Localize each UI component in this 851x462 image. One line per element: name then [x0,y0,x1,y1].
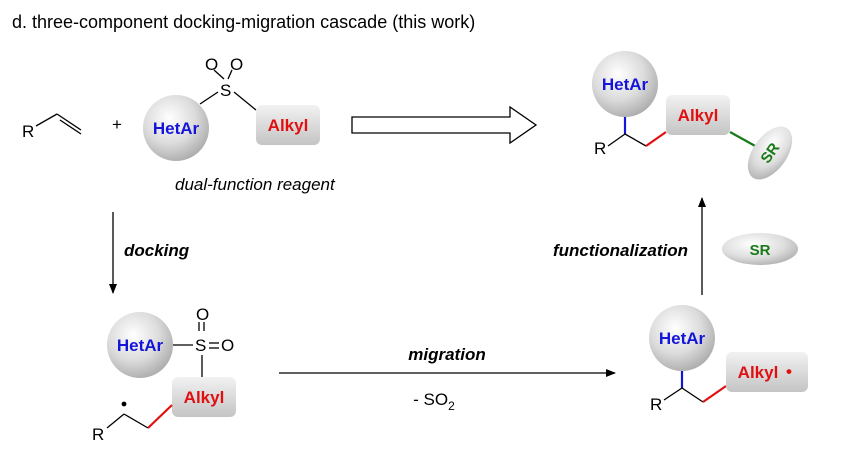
reagent-o2-label: O [230,55,243,74]
product-structure: HetAr R Alkyl SR [592,51,793,180]
reagent-hetar-label: HetAr [153,119,200,138]
docking-label: docking [124,241,190,260]
scheme-title: d. three-component docking-migration cas… [12,12,475,32]
so2-loss-label: - SO2 [413,390,455,413]
int1-hetar-sphere [107,312,173,378]
sr-reagent-ellipse [722,233,798,265]
intermediate2-structure: HetAr R Alkyl • [649,305,808,414]
int1-r-label: R [92,425,104,444]
migration-label: migration [408,345,485,364]
functionalization-label: functionalization [553,241,688,260]
int1-alkyl-box [172,377,236,417]
intermediate1-structure: HetAr S O O Alkyl R [92,305,236,444]
int2-radical-dot: • [786,362,792,381]
int2-r-label: R [650,395,662,414]
reaction-open-arrow [351,105,538,145]
reagent-s-label: S [220,81,231,100]
int1-o-top-label: O [196,305,209,324]
reagent-hetar-sphere [143,95,209,161]
plus-sign: + [112,115,122,134]
reagent-caption: dual-function reagent [175,175,336,194]
reagent-alkyl-box [256,105,320,145]
int1-o-right-label: O [221,336,234,355]
product-alkyl-box [666,95,730,135]
alkene-r-label: R [22,122,34,141]
product-alkyl-label: Alkyl [678,106,719,125]
int2-alkyl-box [726,352,808,392]
int1-s-label: S [195,336,206,355]
int2-hetar-label: HetAr [659,329,706,348]
reagent-alkyl-label: Alkyl [268,116,309,135]
int1-alkyl-label: Alkyl [184,388,225,407]
product-hetar-sphere [592,51,658,117]
int1-radical-dot [121,401,127,407]
alkene-structure: R [22,113,82,141]
reagent-structure: HetAr S O O Alkyl dual-function reagent [143,55,336,194]
reagent-o1-label: O [205,55,218,74]
int1-hetar-label: HetAr [117,336,164,355]
product-hetar-label: HetAr [602,75,649,94]
product-r-label: R [594,139,606,158]
int2-alkyl-label: Alkyl [738,363,779,382]
sr-reagent-label: SR [750,242,771,259]
int2-hetar-sphere [649,305,715,371]
product-sr-ellipse [747,126,793,180]
